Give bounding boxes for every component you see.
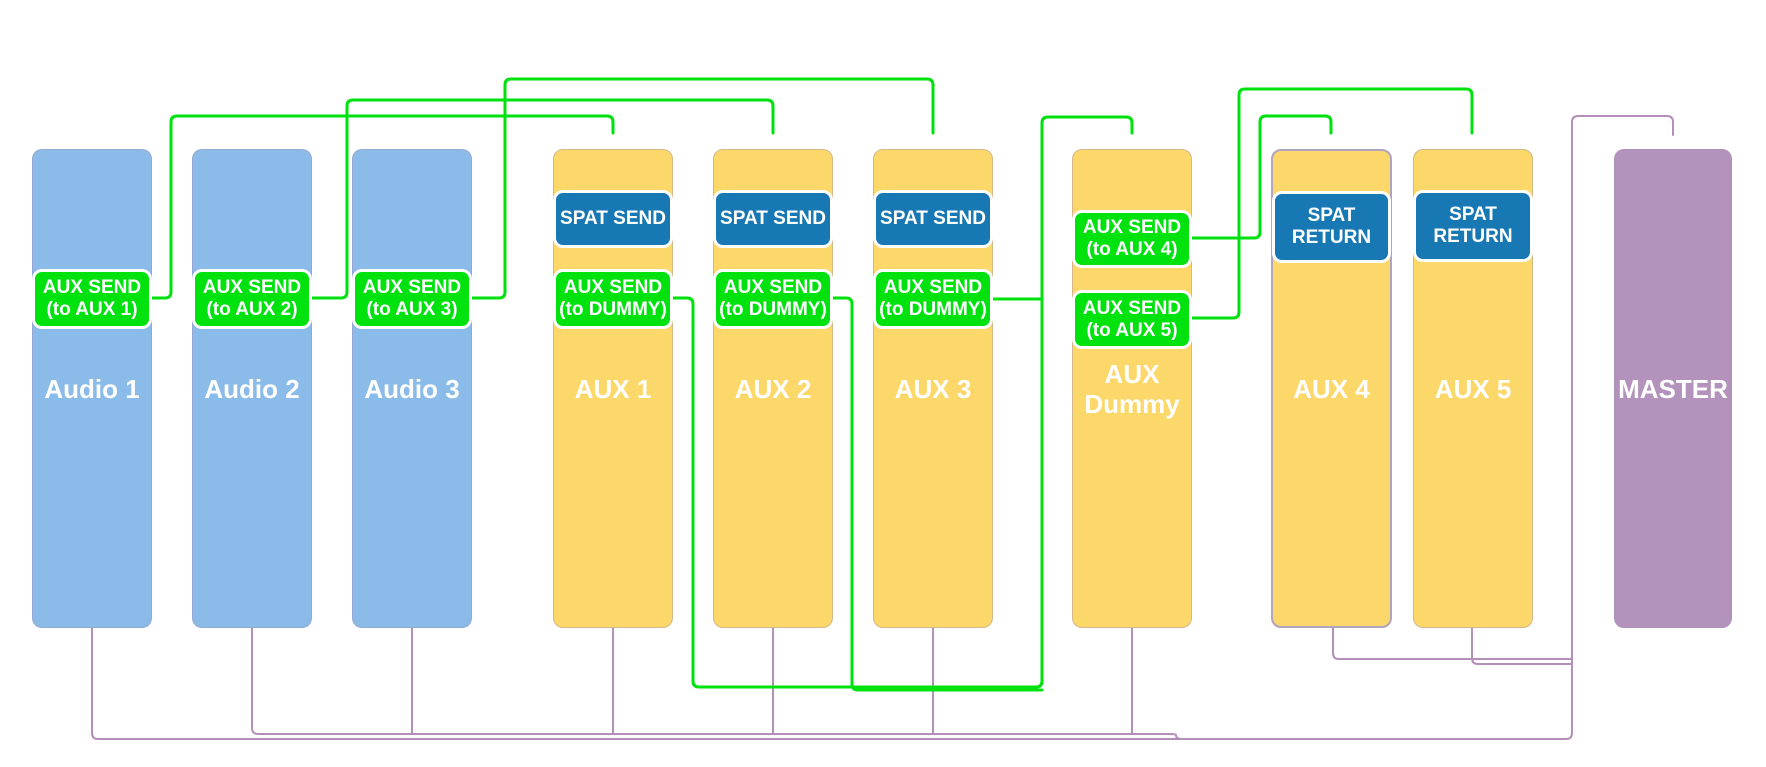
aux-send-badge[interactable]: AUX SEND (to AUX 1) [32, 269, 152, 329]
purple-wires [91, 115, 1674, 740]
spat-return-badge[interactable]: SPAT RETURN [1413, 190, 1533, 262]
channel-label: AUX Dummy [1084, 358, 1180, 419]
channel-aux-3[interactable]: SPAT SEND AUX SEND (to DUMMY) AUX 3 [873, 149, 993, 628]
aux-send-badge[interactable]: AUX SEND (to AUX 5) [1072, 290, 1192, 349]
channel-audio-3[interactable]: AUX SEND (to AUX 3) Audio 3 [352, 149, 472, 628]
aux-send-badge[interactable]: AUX SEND (to AUX 2) [192, 269, 312, 329]
channel-aux-4[interactable]: SPAT RETURN AUX 4 [1271, 149, 1392, 628]
channel-label: AUX 2 [734, 373, 812, 404]
wire-aux4-to-bus [1332, 627, 1573, 660]
aux-send-badge[interactable]: AUX SEND (to AUX 3) [352, 269, 472, 329]
channel-aux-2[interactable]: SPAT SEND AUX SEND (to DUMMY) AUX 2 [713, 149, 833, 628]
channel-label: Audio 1 [44, 373, 140, 404]
channel-label: Audio 3 [364, 373, 460, 404]
channel-label: AUX 1 [574, 373, 652, 404]
channel-label: AUX 4 [1293, 373, 1370, 404]
channel-aux-5[interactable]: SPAT RETURN AUX 5 [1413, 149, 1533, 628]
wire-audio2-to-bus [251, 627, 1183, 740]
channel-label: AUX 3 [894, 373, 972, 404]
spat-send-badge[interactable]: SPAT SEND [553, 190, 673, 248]
wire-audio1-to-master [91, 115, 1674, 740]
wire-aux5-to-bus [1471, 627, 1573, 665]
wire-aux1-send-to-dummy [671, 115, 1134, 689]
channel-label: Audio 2 [204, 373, 300, 404]
wire-dummy-send-to-aux5 [1190, 87, 1474, 320]
spat-send-badge[interactable]: SPAT SEND [873, 190, 993, 248]
aux-send-badge[interactable]: AUX SEND (to DUMMY) [713, 269, 833, 329]
aux-send-badge[interactable]: AUX SEND (to DUMMY) [873, 269, 993, 329]
spat-send-badge[interactable]: SPAT SEND [713, 190, 833, 248]
wire-audio3-send-to-aux3 [470, 77, 935, 300]
channel-aux-1[interactable]: SPAT SEND AUX SEND (to DUMMY) AUX 1 [553, 149, 673, 628]
channel-audio-2[interactable]: AUX SEND (to AUX 2) Audio 2 [192, 149, 312, 628]
wire-aux2-send-to-dummy [831, 296, 1044, 692]
aux-send-badge[interactable]: AUX SEND (to AUX 4) [1072, 210, 1192, 268]
wire-audio2-send-to-aux2 [310, 98, 775, 300]
channel-master[interactable]: MASTER [1614, 149, 1732, 628]
channel-label: AUX 5 [1434, 373, 1512, 404]
spat-return-badge[interactable]: SPAT RETURN [1272, 191, 1391, 263]
channel-aux-dummy[interactable]: AUX SEND (to AUX 4) AUX SEND (to AUX 5) … [1072, 149, 1192, 628]
wire-dummy-send-to-aux4 [1190, 114, 1333, 240]
green-wires [150, 77, 1474, 692]
channel-label: MASTER [1618, 373, 1728, 404]
wire-audio1-send-to-aux1 [150, 114, 615, 300]
channel-audio-1[interactable]: AUX SEND (to AUX 1) Audio 1 [32, 149, 152, 628]
aux-send-badge[interactable]: AUX SEND (to DUMMY) [553, 269, 673, 329]
